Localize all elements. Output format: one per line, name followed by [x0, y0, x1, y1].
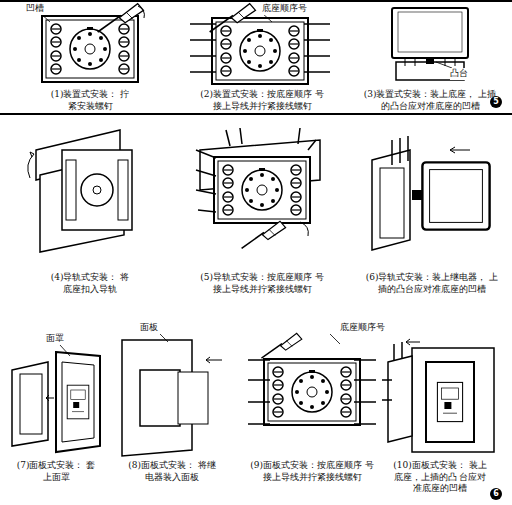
part-label: 底座顺序号: [340, 322, 385, 334]
step-caption: (3)装置式安装：装上底座， 上插的凸台应对准底座的凹槽: [363, 89, 497, 112]
step-caption: (4)导轨式安装： 将底座扣入导轨: [50, 272, 130, 295]
step-caption: (10)面板式安装： 装上底座，上插的凸 台应对准底座的凹槽: [392, 460, 488, 495]
part-label: 面罩: [46, 333, 64, 345]
groove-label: 凹槽: [26, 3, 44, 15]
step-caption: (6)导轨式安装：装上继电器， 上插的凸台应对准底座的凹槽: [365, 272, 499, 295]
part-label: 凸台: [450, 68, 468, 80]
part-label: 面板: [140, 322, 158, 334]
step-caption: (9)面板式安装：按底座顺序 号接上导线并拧紧接线螺钉: [250, 460, 374, 483]
step-caption: (8)面板式安装： 将继电器装入面板: [127, 460, 217, 483]
step-caption: (1)装置式安装： 拧紧安装螺钉: [50, 89, 130, 112]
page-number: 6: [490, 488, 502, 500]
page-number: 5: [490, 96, 502, 108]
part-label: 底座顺序号: [262, 3, 307, 15]
step-caption: (5)导轨式安装：按底座顺序 号接上导线并拧紧接线螺钉: [200, 272, 324, 295]
step-caption: (2)装置式安装：按底座顺序 号接上导线并拧紧接线螺钉: [200, 89, 324, 112]
step-caption: (7)面板式安装： 套上面罩: [16, 460, 96, 483]
